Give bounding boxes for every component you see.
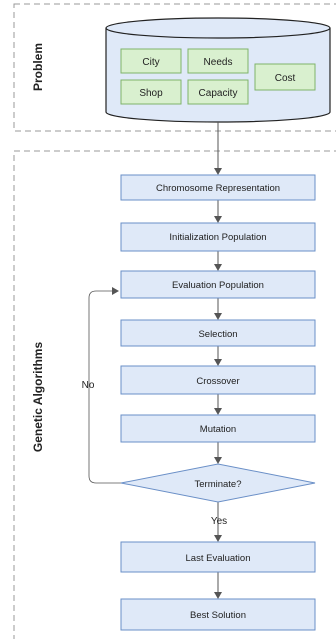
db-item-city-box (120, 48, 182, 74)
step-selection: Selection (198, 329, 237, 340)
step-mutation: Mutation (200, 424, 236, 435)
step-initialization-population-box (120, 222, 316, 252)
step-initialization-population: Initialization Population (169, 232, 266, 243)
step-best-solution-box (120, 598, 316, 631)
genetic-panel (13, 150, 336, 639)
db-item-shop-box (120, 79, 182, 105)
step-crossover-box (120, 365, 316, 395)
step-last-evaluation-box (120, 541, 316, 573)
db-item-capacity: Capacity (199, 88, 238, 99)
step-selection-box (120, 319, 316, 347)
step-best-solution: Best Solution (190, 610, 246, 621)
db-item-cost: Cost (275, 73, 296, 84)
no-label: No (82, 380, 95, 391)
db-item-capacity-box (187, 79, 249, 105)
yes-label: Yes (211, 516, 227, 527)
db-item-needs: Needs (204, 57, 233, 68)
step-mutation-box (120, 414, 316, 443)
terminate-decision-shape (120, 463, 316, 503)
step-crossover: Crossover (196, 376, 239, 387)
terminate-decision: Terminate? (195, 479, 242, 490)
step-evaluation-population: Evaluation Population (172, 280, 264, 291)
step-chromosome-representation: Chromosome Representation (156, 183, 280, 194)
problem-panel-label: Problem (31, 43, 45, 91)
arrow-no-loop (88, 287, 121, 484)
db-item-cost-box (254, 63, 316, 91)
step-evaluation-population-box (120, 270, 316, 299)
genetic-panel-label: Genetic Algorithms (31, 342, 45, 453)
problem-panel (13, 3, 336, 132)
db-item-needs-box (187, 48, 249, 74)
step-last-evaluation: Last Evaluation (186, 553, 251, 564)
step-chromosome-representation-box (120, 174, 316, 201)
db-item-city: City (142, 57, 159, 68)
db-item-shop: Shop (139, 88, 163, 99)
